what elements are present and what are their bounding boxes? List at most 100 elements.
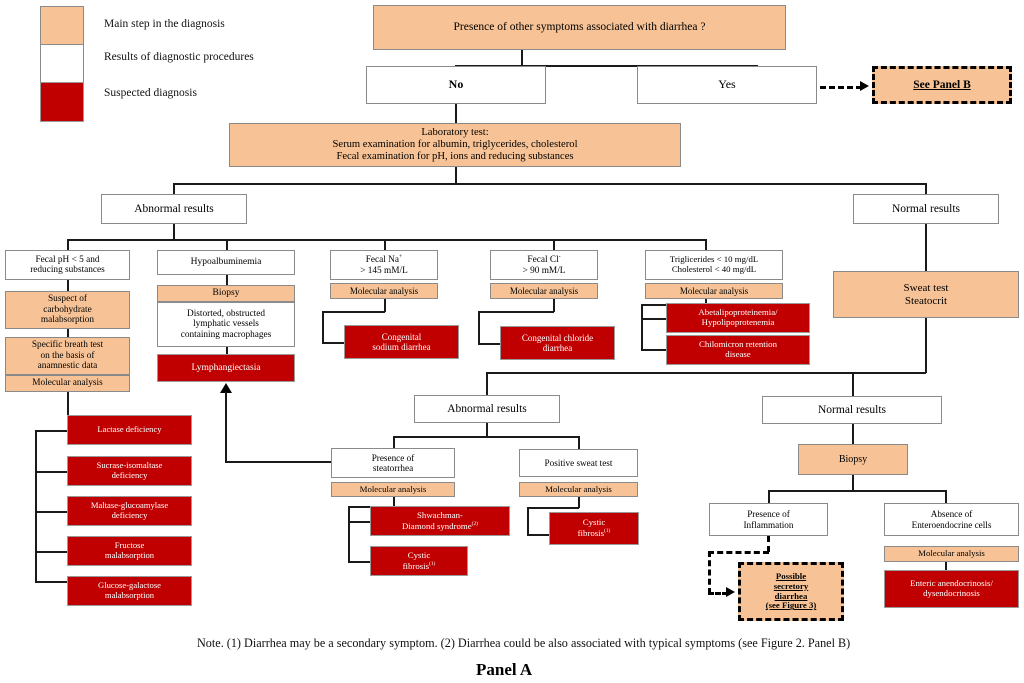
node-fructose-malabsorption[interactable]: Fructose malabsorption bbox=[67, 536, 192, 566]
node-maltase-glucoamylase-deficiency[interactable]: Maltase-glucoamylase deficiency bbox=[67, 496, 192, 526]
molecular-analysis-cl-label: Molecular analysis bbox=[509, 285, 579, 296]
connector-lab-bus bbox=[173, 183, 926, 185]
fecal-na-line-2: > 145 mM/L bbox=[360, 265, 408, 276]
node-fecal-cl[interactable]: Fecal Cl- > 90 mM/L bbox=[490, 250, 598, 280]
connector-inflammation-dashed-h1 bbox=[708, 551, 769, 554]
biopsy-1-label: Biopsy bbox=[212, 288, 240, 299]
node-abnormal-results-2[interactable]: Abnormal results bbox=[414, 395, 560, 423]
connector-molcl-down bbox=[553, 299, 555, 312]
connector-root-bus bbox=[455, 65, 757, 67]
lactase-label: Lactase deficiency bbox=[97, 424, 162, 435]
inflammation-line-1: Presence of bbox=[747, 509, 790, 520]
chylo-line-1: Chilomicron retention bbox=[699, 339, 777, 350]
node-cystic-fibrosis-steatorrhea[interactable]: Cystic fibrosis(1) bbox=[370, 546, 468, 576]
node-molecular-analysis-carb[interactable]: Molecular analysis bbox=[5, 375, 130, 392]
node-chylomicron-retention-disease[interactable]: Chilomicron retention disease bbox=[666, 335, 810, 365]
connector-cl-trunk bbox=[478, 311, 480, 344]
node-molecular-analysis-na[interactable]: Molecular analysis bbox=[330, 283, 438, 299]
node-cystic-fibrosis-sweat[interactable]: Cystic fibrosis(1) bbox=[549, 512, 639, 545]
distorted-line-2: lymphatic vessels bbox=[193, 319, 259, 330]
node-enteric-anendocrinosis[interactable]: Enteric anendocrinosis/ dysendocrinosis bbox=[884, 570, 1019, 608]
node-triglycerides-cholesterol[interactable]: Triglicerides < 10 mg/dL Cholesterol < 4… bbox=[645, 250, 783, 280]
cystic2-line-1: Cystic bbox=[582, 517, 606, 528]
secretory-line-4: (see Figure 3) bbox=[765, 600, 817, 611]
node-fecal-na[interactable]: Fecal Na+ > 145 mM/L bbox=[330, 250, 438, 280]
node-fecal-ph[interactable]: Fecal pH < 5 and reducing substances bbox=[5, 250, 130, 280]
maltase-line-1: Maltase-glucoamylase bbox=[90, 500, 169, 511]
fecal-cl-line-1: Fecal Cl- bbox=[527, 254, 561, 266]
node-glucose-galactose-malabsorption[interactable]: Glucose-galactose malabsorption bbox=[67, 576, 192, 606]
node-lactase-deficiency[interactable]: Lactase deficiency bbox=[67, 415, 192, 445]
connector-to-steatorrhea bbox=[393, 436, 395, 449]
node-laboratory-test[interactable]: Laboratory test: Serum examination for a… bbox=[229, 123, 681, 167]
node-positive-sweat-test[interactable]: Positive sweat test bbox=[519, 449, 638, 477]
secretory-line-2: secretory bbox=[773, 580, 809, 591]
node-root-question[interactable]: Presence of other symptoms associated wi… bbox=[373, 5, 786, 50]
connector-molentero-down bbox=[945, 562, 947, 571]
node-suspect-carbohydrate[interactable]: Suspect of carbohydrate malabsorption bbox=[5, 291, 130, 329]
node-abetalipoproteinemia[interactable]: Abetalipoproteinemia/ Hypolipoprotenemia bbox=[666, 303, 810, 333]
connector-cl-stub-top bbox=[478, 311, 554, 313]
node-molecular-analysis-sweat[interactable]: Molecular analysis bbox=[519, 482, 638, 497]
node-distorted-lymphatic[interactable]: Distorted, obstructed lymphatic vessels … bbox=[157, 302, 295, 347]
connector-branch-fecal-na bbox=[384, 239, 386, 251]
fecal-cl-line-2: > 90 mM/L bbox=[522, 265, 566, 276]
node-presence-inflammation[interactable]: Presence of Inflammation bbox=[709, 503, 828, 536]
connector-inflammation-dashed-v2 bbox=[708, 551, 711, 594]
node-absence-enteroendocrine[interactable]: Absence of Enteroendocrine cells bbox=[884, 503, 1019, 536]
node-congenital-sodium-diarrhea[interactable]: Congenital sodium diarrhea bbox=[344, 325, 459, 359]
node-molecular-analysis-entero[interactable]: Molecular analysis bbox=[884, 546, 1019, 562]
abnormal-results-2-label: Abnormal results bbox=[447, 402, 527, 415]
biopsy-2-label: Biopsy bbox=[838, 453, 868, 465]
node-presence-steatorrhea[interactable]: Presence of steatorrhea bbox=[331, 448, 455, 478]
fecal-na-line-1: Fecal Na+ bbox=[365, 254, 403, 266]
node-congenital-chloride-diarrhea[interactable]: Congenital chloride diarrhea bbox=[500, 326, 615, 360]
legend-label-main-step: Main step in the diagnosis bbox=[104, 18, 225, 30]
node-answer-yes[interactable]: Yes bbox=[637, 66, 817, 104]
suspect-carb-line-1: Suspect of bbox=[48, 294, 87, 305]
node-biopsy-2[interactable]: Biopsy bbox=[798, 444, 908, 475]
connector-bus-to-abnormal1 bbox=[173, 183, 175, 196]
node-lymphangiectasia[interactable]: Lymphangiectasia bbox=[157, 354, 295, 382]
node-sweat-test-steatocrit[interactable]: Sweat test Steatocrit bbox=[833, 271, 1019, 318]
congenital-cl-line-1: Congenital chloride bbox=[521, 332, 594, 343]
node-sucrase-isomaltase-deficiency[interactable]: Sucrase-isomaltase deficiency bbox=[67, 456, 192, 486]
node-normal-results-1[interactable]: Normal results bbox=[853, 194, 999, 224]
node-hypoalbuminemia[interactable]: Hypoalbuminemia bbox=[157, 250, 295, 275]
connector-sweat-down bbox=[925, 318, 927, 373]
legend-swatch-main-step bbox=[40, 6, 84, 46]
molecular-analysis-entero-label: Molecular analysis bbox=[918, 548, 985, 559]
node-abnormal-results-1[interactable]: Abnormal results bbox=[101, 194, 247, 224]
fecal-na-superscript: + bbox=[399, 254, 403, 261]
connector-chylo-stub bbox=[641, 349, 666, 351]
node-molecular-analysis-steatorrhea[interactable]: Molecular analysis bbox=[331, 482, 455, 497]
distorted-line-1: Distorted, obstructed bbox=[187, 308, 265, 319]
connector-suspect-to-breath bbox=[67, 329, 69, 338]
connector-cystic-stub bbox=[348, 561, 370, 563]
sucrase-line-1: Sucrase-isomaltase bbox=[96, 460, 163, 471]
connector-bus-to-normal1 bbox=[925, 183, 927, 196]
suspect-carb-line-2: carbohydrate bbox=[43, 304, 92, 315]
connector-sucrase-stub bbox=[35, 471, 69, 473]
node-possible-secretory-diarrhea[interactable]: Possible secretory diarrhea (see Figure … bbox=[738, 562, 844, 621]
connector-shwachman-stub bbox=[348, 521, 370, 523]
node-see-panel-b[interactable]: See Panel B bbox=[872, 66, 1012, 104]
congenital-na-line-1: Congenital bbox=[381, 331, 422, 342]
connector-inflammation-dashed-v1 bbox=[767, 536, 770, 552]
node-molecular-analysis-cl[interactable]: Molecular analysis bbox=[490, 283, 598, 299]
node-specific-breath-test[interactable]: Specific breath test on the basis of ana… bbox=[5, 337, 130, 375]
enteric-line-1: Enteric anendocrinosis/ bbox=[910, 578, 993, 589]
shwachman-superscript: (2) bbox=[471, 520, 478, 527]
node-shwachman-diamond-syndrome[interactable]: Shwachman- Diamond syndrome(2) bbox=[370, 506, 510, 536]
node-normal-results-2[interactable]: Normal results bbox=[762, 396, 942, 424]
inflammation-line-2: Inflammation bbox=[743, 519, 794, 530]
congenital-na-line-2: sodium diarrhea bbox=[372, 342, 431, 352]
connector-molsweat-down bbox=[578, 497, 580, 508]
glucose-gal-line-2: malabsorption bbox=[104, 590, 155, 600]
node-answer-no[interactable]: No bbox=[366, 66, 546, 104]
connector-normal2-to-biopsy2 bbox=[852, 424, 854, 445]
connector-abnormal1-bus bbox=[67, 239, 705, 241]
node-molecular-analysis-trig[interactable]: Molecular analysis bbox=[645, 283, 783, 299]
enteric-line-2: dysendocrinosis bbox=[923, 588, 980, 598]
node-biopsy-1[interactable]: Biopsy bbox=[157, 285, 295, 302]
